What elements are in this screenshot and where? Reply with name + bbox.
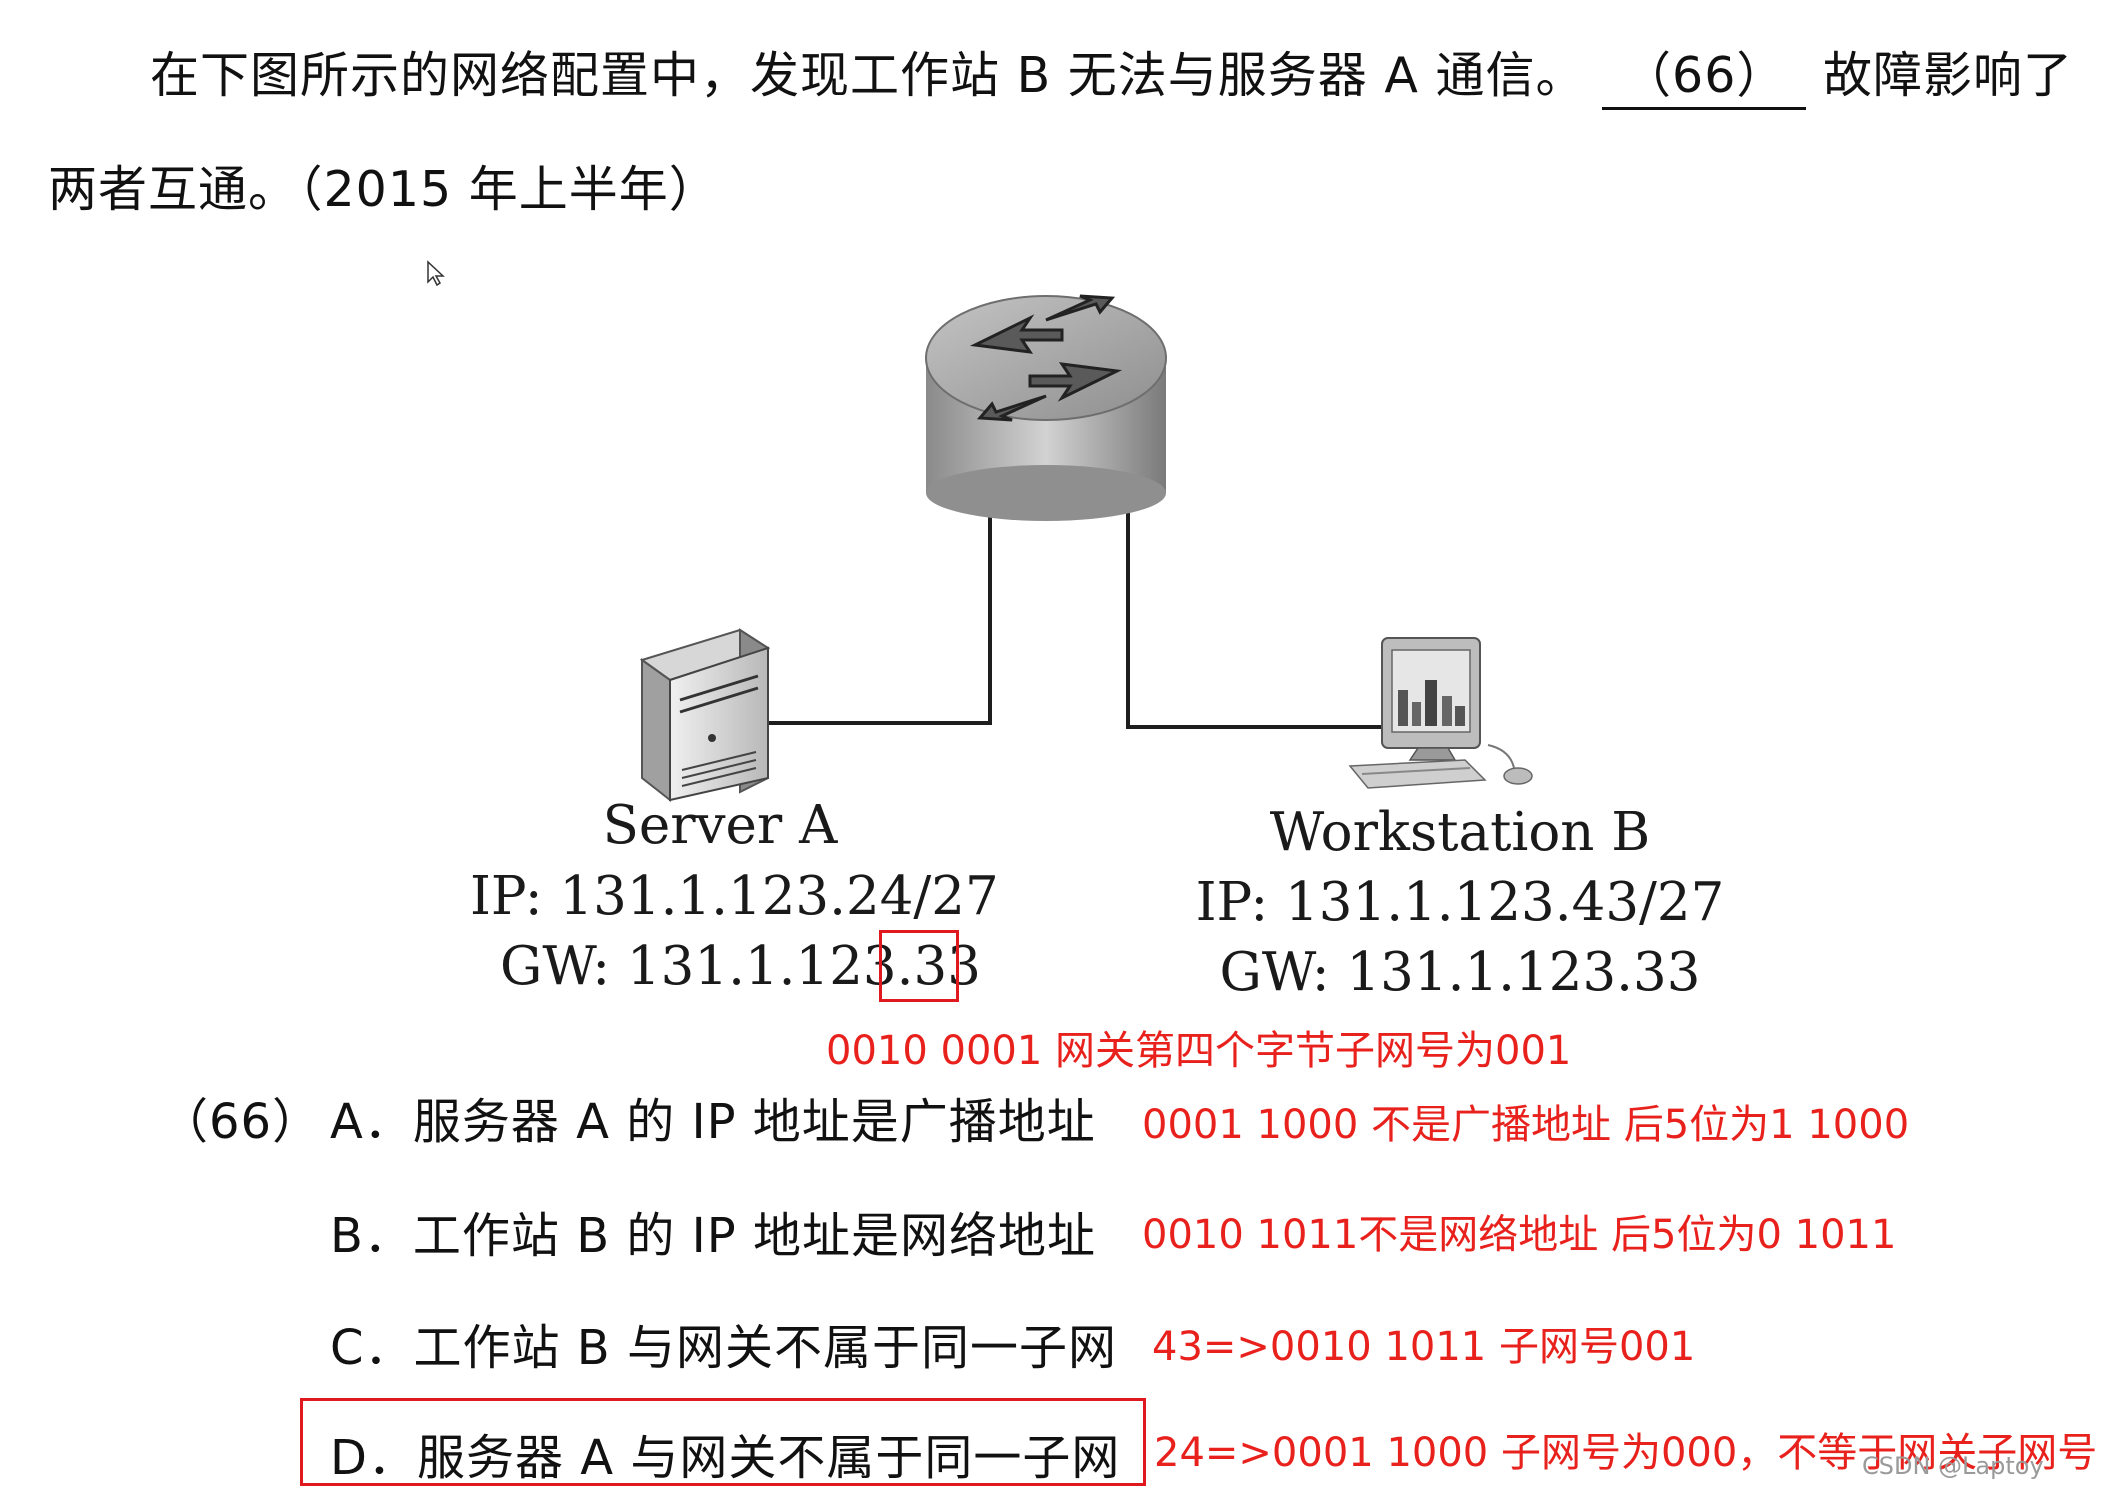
answer-blank: （66）: [1602, 36, 1807, 110]
workstation-ip: IP: 131.1.123.43/27: [1195, 872, 1725, 933]
question-text: 在下图所示的网络配置中，发现工作站 B 无法与服务器 A 通信。: [150, 47, 1586, 104]
options-label: （66）: [160, 1094, 322, 1150]
answer-highlight-box: [300, 1398, 1146, 1486]
workstation-icon: [1348, 637, 1533, 789]
server-gw-prefix: GW: 131.1.123: [500, 936, 897, 997]
question-tail: 故障影响了: [1822, 47, 2073, 104]
workstation-name: Workstation B: [1269, 802, 1651, 863]
question-line-2: 两者互通。（2015 年上半年）: [48, 161, 719, 218]
gateway-highlight-box: [879, 930, 959, 1002]
question-line-1: 在下图所示的网络配置中，发现工作站 B 无法与服务器 A 通信。 （66） 故障…: [150, 36, 2073, 110]
link-server-router: [768, 500, 992, 725]
server-icon: [639, 628, 771, 803]
server-name: Server A: [602, 795, 838, 856]
option-d: D．服务器 A 与网关不属于同一子网: [330, 1430, 1121, 1486]
link-workstation-router: [1126, 500, 1393, 729]
cursor-icon: [427, 260, 445, 287]
option-b: B．工作站 B 的 IP 地址是网络地址: [330, 1208, 1096, 1264]
option-c-note: 43=>0010 1011 子网号001: [1152, 1324, 1696, 1370]
option-a: A．服务器 A 的 IP 地址是广播地址: [330, 1094, 1096, 1150]
server-gw: GW: 131.1.123.33: [500, 936, 981, 997]
option-d-note: 24=>0001 1000 子网号为000，不等于网关子网号: [1154, 1430, 2098, 1476]
workstation-gw: GW: 131.1.123.33: [1219, 942, 1701, 1003]
option-b-note: 0010 1011不是网络地址 后5位为0 1011: [1142, 1212, 1897, 1258]
watermark: CSDN @Laptoy: [1862, 1452, 2044, 1480]
option-a-note: 0001 1000 不是广播地址 后5位为1 1000: [1142, 1102, 1910, 1148]
server-gw-highlight: .33: [896, 936, 981, 997]
option-c: C．工作站 B 与网关不属于同一子网: [330, 1320, 1117, 1376]
router-icon: [925, 294, 1167, 521]
gateway-note: 0010 0001 网关第四个字节子网号为001: [826, 1028, 1572, 1074]
server-ip: IP: 131.1.123.24/27: [470, 866, 999, 927]
